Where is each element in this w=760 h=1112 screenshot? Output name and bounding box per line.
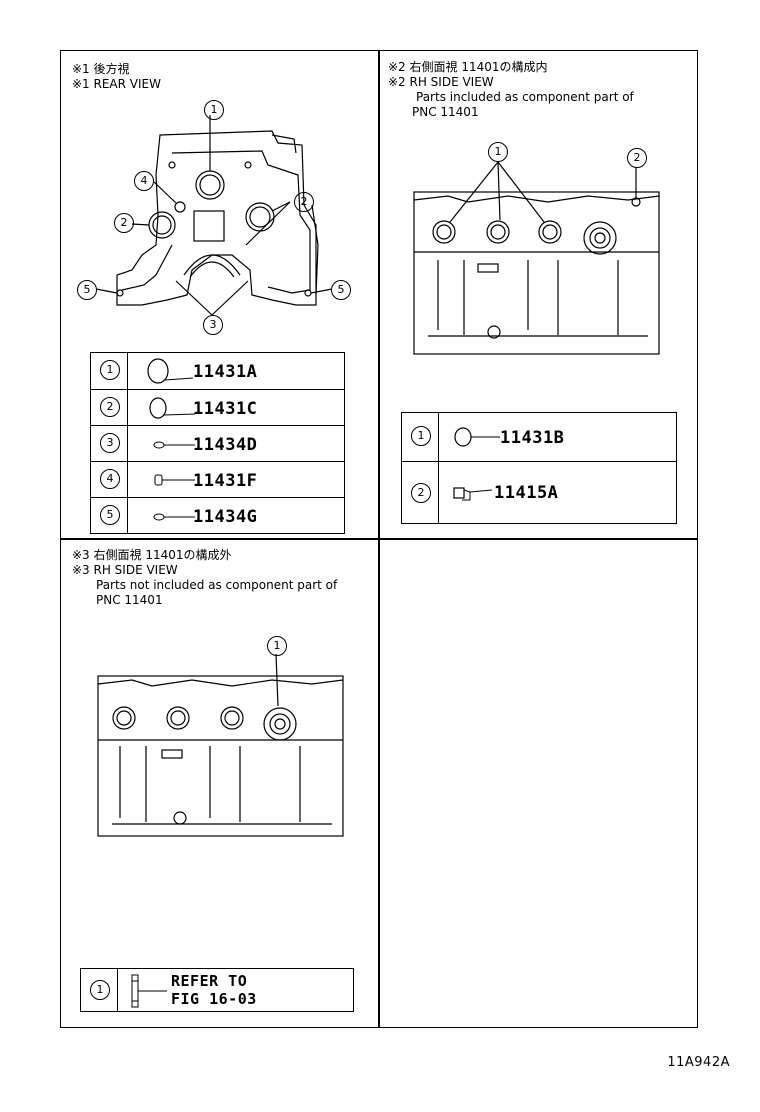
table-row: 2 11431C [91, 389, 344, 426]
note-line: ※2 RH SIDE VIEW [388, 75, 494, 89]
table-row: 1 11431B [402, 413, 676, 461]
part-number: 11434D [193, 435, 258, 455]
plug-icon [454, 427, 500, 447]
note-line: ※1 REAR VIEW [72, 77, 161, 91]
callout-5: 5 [331, 280, 351, 300]
rh-side-engine-block-included [413, 161, 660, 355]
item-number: 3 [100, 433, 120, 453]
item-number: 1 [90, 980, 110, 1000]
number-column [91, 353, 128, 533]
figure-id: 11A942A [667, 1055, 730, 1070]
note-line: Parts included as component part of [416, 90, 634, 104]
callout-2: 2 [114, 213, 134, 233]
stud-bolt-icon [131, 974, 167, 1008]
cell-divider [117, 969, 119, 1011]
rh-included-parts-table: 1 11431B 2 11415A [401, 412, 677, 524]
note-line: PNC 11401 [96, 593, 163, 607]
note-line: ※1 後方視 [72, 62, 130, 76]
callout-1: 1 [204, 100, 224, 120]
large-plug-icon [147, 358, 194, 384]
part-number: 11431F [193, 471, 258, 491]
rh-side-engine-block-excluded [97, 653, 344, 837]
reference-line: REFER TO [171, 972, 248, 990]
part-number: 11431C [193, 399, 258, 419]
reference-line: FIG 16-03 [171, 990, 257, 1008]
number-column [402, 413, 439, 523]
item-number: 1 [411, 426, 431, 446]
rh-excluded-parts-table: 1 REFER TO FIG 16-03 [80, 968, 354, 1012]
note-line: PNC 11401 [412, 105, 479, 119]
table-row: 5 11434G [91, 497, 344, 534]
small-plug-icon [154, 474, 195, 486]
callout-1: 1 [488, 142, 508, 162]
reference-text: REFER TO FIG 16-03 [171, 972, 257, 1008]
part-number: 11415A [494, 483, 559, 503]
note-line: Parts not included as component part of [96, 578, 338, 592]
medium-plug-icon [149, 397, 196, 419]
callout-2: 2 [627, 148, 647, 168]
part-number: 11434G [193, 507, 258, 527]
table-row: 3 11434D [91, 425, 344, 462]
table-row: 2 11415A [402, 461, 676, 524]
callout-4: 4 [134, 171, 154, 191]
rear-parts-table: 1 11431A 2 11431C 3 11434D 4 11431F 5 11… [90, 352, 345, 534]
bracket-icon [453, 487, 493, 501]
rh-side-included-note: ※2 右側面視 11401の構成内 ※2 RH SIDE VIEW Parts … [388, 60, 634, 120]
note-line: ※3 右側面視 11401の構成外 [72, 548, 232, 562]
rear-view-note: ※1 後方視 ※1 REAR VIEW [72, 62, 161, 92]
rear-view-engine-block [95, 115, 333, 316]
small-pin-icon [153, 441, 195, 449]
part-number: 11431B [500, 428, 565, 448]
callout-2: 2 [294, 192, 314, 212]
rh-side-excluded-note: ※3 右側面視 11401の構成外 ※3 RH SIDE VIEW Parts … [72, 548, 337, 608]
note-line: ※3 RH SIDE VIEW [72, 563, 178, 577]
small-pin-icon [153, 513, 195, 521]
item-number: 2 [100, 397, 120, 417]
item-number: 4 [100, 469, 120, 489]
table-row: 1 11431A [91, 353, 344, 389]
item-number: 1 [100, 360, 120, 380]
horizontal-divider [60, 538, 698, 540]
callout-5: 5 [77, 280, 97, 300]
note-line: ※2 右側面視 11401の構成内 [388, 60, 548, 74]
item-number: 5 [100, 505, 120, 525]
item-number: 2 [411, 483, 431, 503]
callout-3: 3 [203, 315, 223, 335]
callout-1: 1 [267, 636, 287, 656]
table-row: 4 11431F [91, 461, 344, 498]
part-number: 11431A [193, 362, 258, 382]
